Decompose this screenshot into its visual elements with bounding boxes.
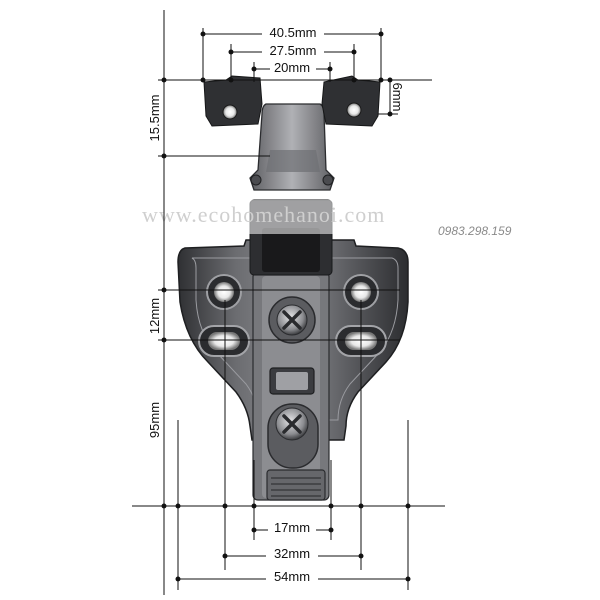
- lower-screw-cross-icon: [282, 414, 302, 434]
- left-bracket-hole: [222, 104, 238, 120]
- dim-label-hole-spacing: 12mm: [147, 298, 162, 334]
- ridged-base-lines: [271, 477, 321, 497]
- watermark-phone: 0983.298.159: [438, 224, 512, 238]
- watermark-site: www.ecohomehanoi.com: [142, 202, 385, 227]
- dim-label-screw-spacing: 17mm: [274, 520, 310, 535]
- dim-label-arm-height: 15.5mm: [147, 95, 162, 142]
- hinge-arm: [249, 103, 335, 191]
- right-bracket: [321, 75, 381, 127]
- left-bracket: [203, 75, 263, 127]
- right-bracket-hole: [346, 102, 362, 118]
- watermark-band: [60, 200, 540, 234]
- dim-label-plate-height: 95mm: [147, 402, 162, 438]
- dim-label-arm-thickness: 6mm: [390, 83, 405, 112]
- left-oval-slot-inner: [208, 332, 240, 350]
- clip-tab-face: [276, 372, 308, 390]
- dim-label-top-inner: 20mm: [274, 60, 310, 75]
- dim-label-top-mid: 27.5mm: [270, 43, 317, 58]
- arm-pivot-left: [250, 174, 262, 186]
- dim-label-plate-width: 54mm: [274, 569, 310, 584]
- adjust-screw-cross-icon: [282, 310, 302, 330]
- right-round-hole-inner: [351, 282, 371, 302]
- arm-shadow: [266, 150, 320, 172]
- dim-label-top-outer: 40.5mm: [270, 25, 317, 40]
- arm-pivot-right: [322, 174, 334, 186]
- dim-label-hole-center-spacing: 32mm: [274, 546, 310, 561]
- upper-block-face: [262, 228, 320, 272]
- dimension-dots: [161, 31, 411, 582]
- plate-inner-rim: [191, 257, 399, 421]
- left-round-hole-inner: [214, 282, 234, 302]
